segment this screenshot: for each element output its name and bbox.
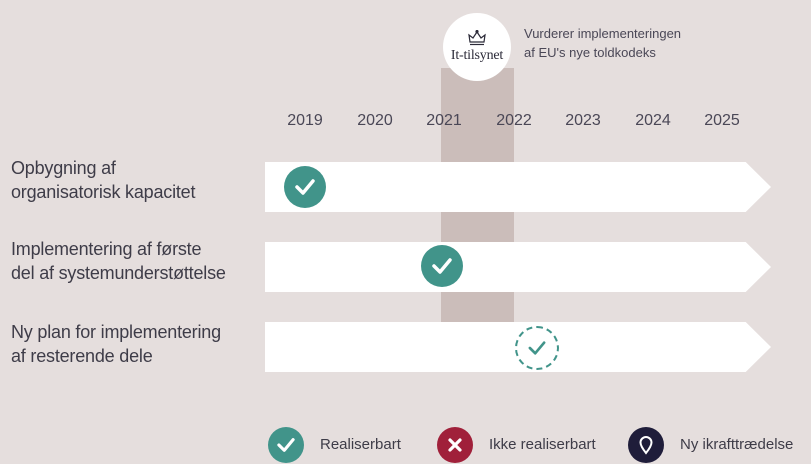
row-label: Implementering af første del af systemun…: [11, 239, 226, 283]
check-icon: [528, 341, 546, 355]
timeline-lane: [265, 242, 771, 292]
legend-new-effective-icon: [628, 427, 664, 463]
legend-label: Ny ikrafttrædelse: [680, 436, 794, 453]
check-icon: [432, 258, 452, 274]
annotation-line-1: Vurderer implementeringen: [524, 26, 682, 41]
x-icon: [448, 438, 462, 452]
year-label: 2024: [635, 112, 671, 129]
annotation-note: Vurderer implementeringen af EU's nye to…: [524, 24, 681, 62]
legend-label: Ikke realiserbart: [489, 436, 596, 453]
year-label: 2021: [426, 112, 462, 129]
map-pin-icon: [639, 436, 653, 455]
annotation-line-2: af EU's nye toldkodeks: [524, 45, 656, 60]
year-label: 2022: [496, 112, 532, 129]
year-label: 2025: [704, 112, 740, 129]
year-label: 2019: [287, 112, 323, 129]
check-icon: [295, 179, 315, 195]
planned-realisable-marker: [515, 326, 559, 370]
legend-label: Realiserbart: [320, 436, 401, 453]
year-label: 2023: [565, 112, 601, 129]
it-tilsynet-logo: It-tilsynet: [443, 13, 511, 81]
logo-text: It-tilsynet: [450, 48, 504, 63]
timeline-lane: [265, 162, 771, 212]
year-label: 2020: [357, 112, 393, 129]
row-label: Ny plan for implementering af resterende…: [11, 322, 221, 366]
crown-icon: [468, 30, 486, 46]
realisable-marker: [284, 166, 326, 208]
legend-realisable-icon: [268, 427, 304, 463]
row-label: Opbygning af organisatorisk kapacitet: [11, 158, 196, 202]
legend-not-realisable-icon: [437, 427, 473, 463]
realisable-marker: [421, 245, 463, 287]
check-icon: [277, 438, 295, 452]
